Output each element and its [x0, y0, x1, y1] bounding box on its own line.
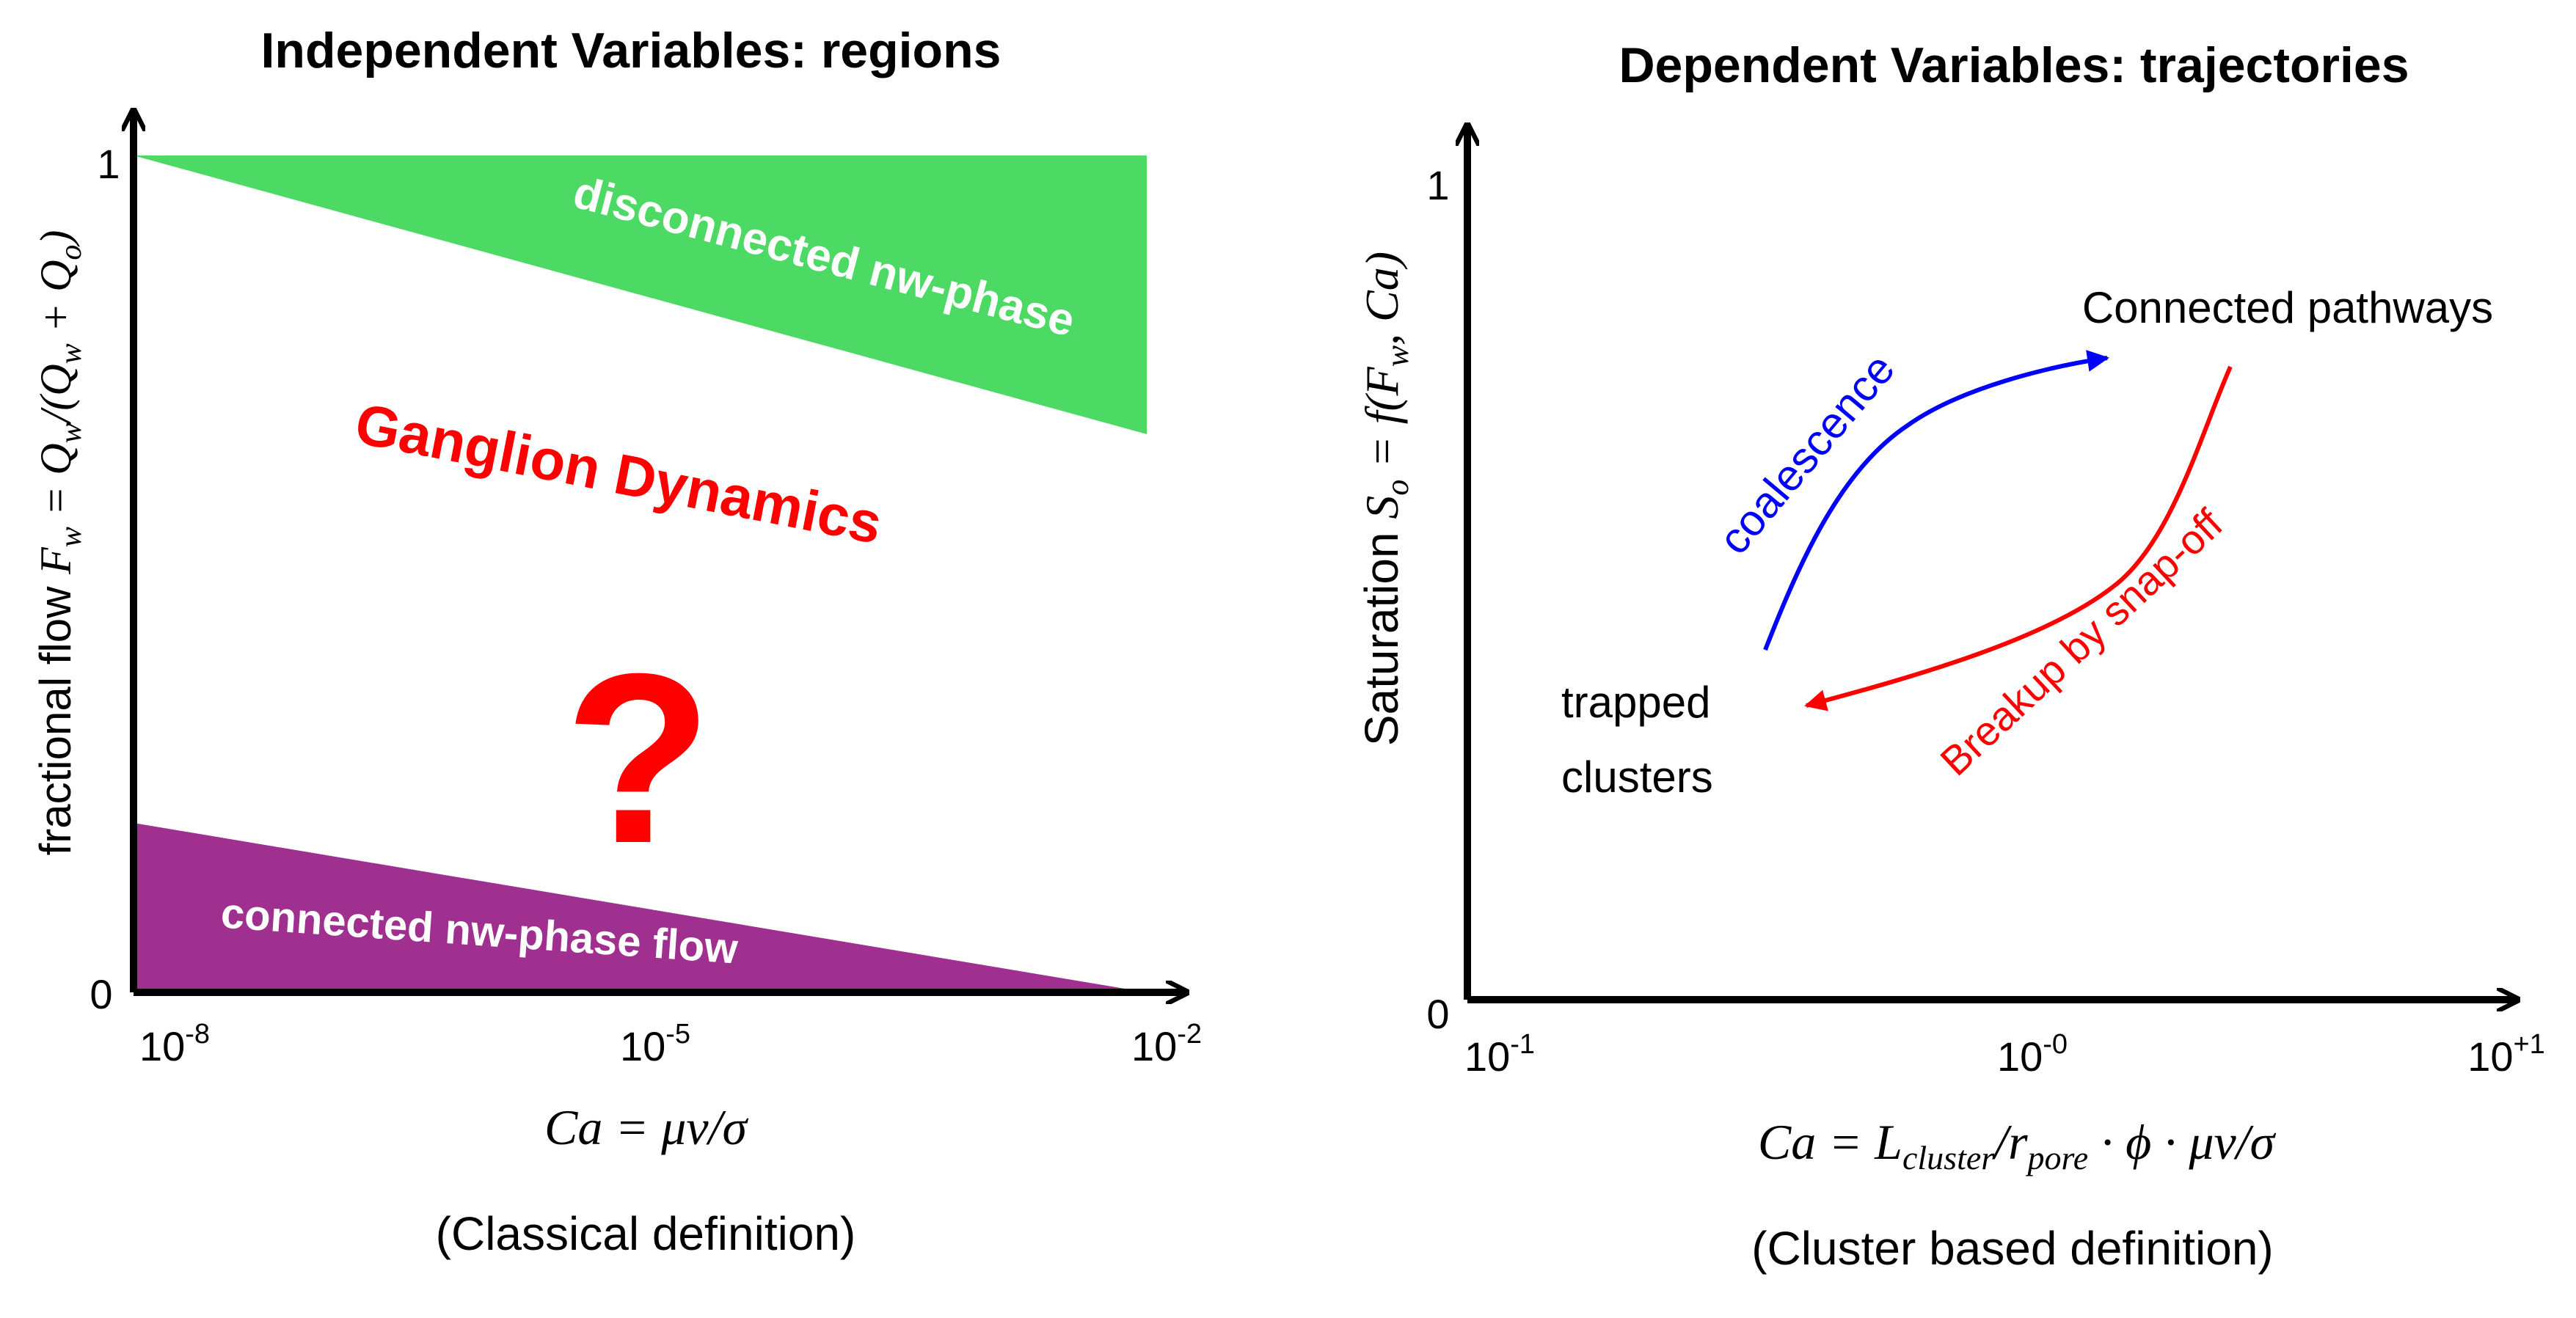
- right-x-tick-1: 10-1: [1464, 1029, 1535, 1080]
- right-panel: Dependent Variables: trajectories 1 0 10…: [1355, 37, 2545, 1275]
- connected-region: [134, 823, 1147, 992]
- left-panel: Independent Variables: regions disconnec…: [31, 23, 1202, 1260]
- left-x-tick-1: 10-8: [139, 1019, 210, 1069]
- ganglion-dynamics-label: Ganglion Dynamics: [350, 391, 887, 556]
- right-definition-label: (Cluster based definition): [1751, 1222, 2273, 1275]
- left-y-axis-label: fractional flow Fw = Qw/(Qw + Qo): [31, 230, 88, 856]
- right-y-tick-top: 1: [1426, 162, 1449, 208]
- disconnected-region: [134, 155, 1147, 434]
- left-panel-title: Independent Variables: regions: [261, 23, 1001, 78]
- left-x-axis-formula: Ca = μv/σ: [544, 1099, 748, 1155]
- breakup-label: Breakup by snap-off: [1931, 500, 2231, 784]
- question-mark: ?: [564, 623, 712, 893]
- coalescence-trajectory: [1763, 350, 2109, 651]
- right-x-tick-3: 10+1: [2467, 1029, 2545, 1080]
- right-panel-title: Dependent Variables: trajectories: [1619, 37, 2409, 93]
- left-definition-label: (Classical definition): [436, 1207, 856, 1260]
- right-x-tick-2: 10-0: [1997, 1029, 2068, 1080]
- right-x-axis-formula: Ca = Lcluster/rpore · ϕ · μv/σ: [1758, 1114, 2277, 1176]
- trapped-clusters-label-line2: clusters: [1561, 753, 1713, 802]
- trapped-clusters-label-line1: trapped: [1561, 678, 1711, 727]
- left-y-tick-bottom: 0: [90, 971, 112, 1017]
- connected-pathways-label: Connected pathways: [2082, 283, 2493, 332]
- left-x-tick-2: 10-5: [620, 1019, 690, 1069]
- left-y-tick-top: 1: [97, 141, 120, 187]
- breakup-trajectory: [1804, 365, 2233, 711]
- right-y-axis-label: Saturation So = f(Fw, Ca): [1355, 252, 1415, 746]
- right-y-tick-bottom: 0: [1426, 991, 1449, 1037]
- left-x-tick-3: 10-2: [1131, 1019, 1202, 1069]
